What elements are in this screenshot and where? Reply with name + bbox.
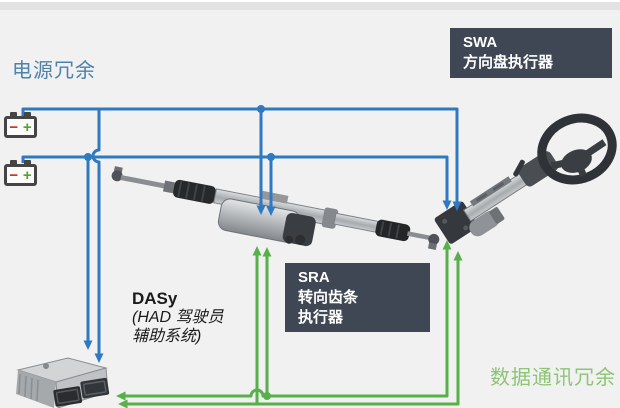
battery-terminal: [24, 112, 31, 117]
swa-subtitle: 方向盘执行器: [463, 54, 554, 71]
sra-actuator-box: SRA 转向齿条 执行器: [285, 263, 430, 332]
steering-wheel-icon: [537, 113, 617, 185]
battery-plus-symbol: +: [22, 118, 32, 136]
dasy-line2: (HAD 驾驶员: [132, 309, 224, 326]
data-bus-b: [118, 251, 463, 408]
junction-dot: [263, 392, 271, 400]
junction-dot: [84, 153, 92, 161]
swa-title: SWA: [463, 34, 498, 51]
power-rail-2: [21, 155, 452, 210]
battery-icon: − +: [4, 112, 37, 138]
sra-title: SRA: [298, 269, 330, 286]
top-gray-strip: [0, 2, 620, 10]
battery-icon: − +: [4, 160, 37, 186]
sra-line2: 转向齿条: [298, 289, 359, 306]
battery-plus-symbol: +: [22, 166, 32, 184]
sra-line3: 执行器: [298, 309, 344, 326]
ecu-module-icon: [16, 357, 110, 408]
junction-dot: [267, 153, 275, 161]
swa-actuator-box: SWA 方向盘执行器: [450, 28, 612, 78]
dasy-title: DASy: [132, 289, 178, 308]
dasy-line3: 辅助系统): [132, 328, 202, 345]
junction-dot: [257, 105, 265, 113]
top-white-edge: [0, 0, 620, 2]
battery-minus-symbol: −: [9, 166, 19, 184]
dasy-label-block: DASy (HAD 驾驶员 辅助系统): [132, 289, 224, 346]
data-redundancy-label: 数据通讯冗余: [490, 365, 616, 389]
battery-terminal: [24, 160, 31, 165]
steering-column-image: [434, 151, 559, 244]
battery-terminal: [10, 112, 17, 117]
battery-minus-symbol: −: [9, 118, 19, 136]
power-rail-1: [21, 107, 462, 211]
power-drop-dasy-1: [91, 109, 104, 363]
power-redundancy-label: 电源冗余: [12, 58, 96, 82]
battery-terminal: [10, 160, 17, 165]
